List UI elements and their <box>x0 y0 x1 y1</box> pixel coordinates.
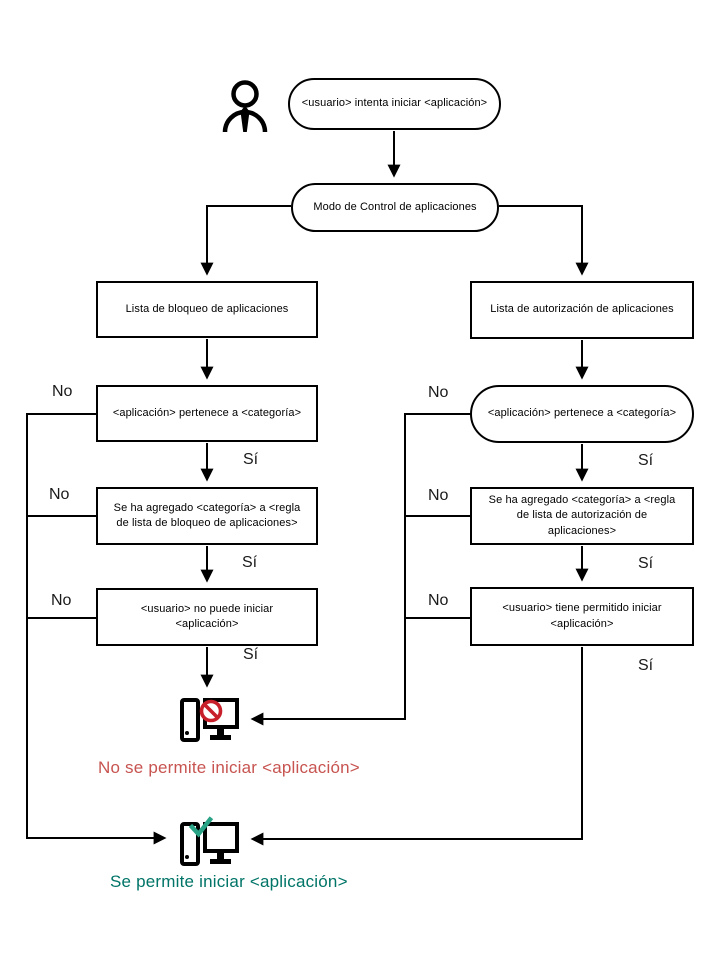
person-icon <box>222 80 268 133</box>
node-allow-belongs: <aplicación> pertenece a <categoría> <box>470 385 694 443</box>
node-mode: Modo de Control de aplicaciones <box>291 183 499 232</box>
result-denied-text: No se permite iniciar <aplicación> <box>98 758 360 777</box>
edge-label-no: No <box>52 383 73 400</box>
node-block-belongs: <aplicación> pertenece a <categoría> <box>96 385 318 442</box>
edge-label-yes: Sí <box>638 555 654 572</box>
edge-label-no: No <box>428 384 449 401</box>
node-allow-rule: Se ha agregado <categoría> a <regla de l… <box>470 487 694 545</box>
edge-label-yes: Sí <box>242 554 258 571</box>
edge-label-no: No <box>428 487 449 504</box>
node-allow-user: <usuario> tiene permitido iniciar <aplic… <box>470 587 694 646</box>
computer-allowed-icon <box>180 816 239 866</box>
edge-label-no: No <box>49 486 70 503</box>
node-start: <usuario> intenta iniciar <aplicación> <box>288 78 501 130</box>
result-allowed-text: Se permite iniciar <aplicación> <box>110 872 348 891</box>
edge-label-yes: Sí <box>638 452 654 469</box>
node-allow-list: Lista de autorización de aplicaciones <box>470 281 694 339</box>
node-block-list: Lista de bloqueo de aplicaciones <box>96 281 318 338</box>
node-block-rule: Se ha agregado <categoría> a <regla de l… <box>96 487 318 545</box>
prohibition-icon <box>199 699 223 723</box>
edge-label-yes: Sí <box>243 451 259 468</box>
edge-label-no: No <box>428 592 449 609</box>
edge-label-yes: Sí <box>638 657 654 674</box>
computer-blocked-icon <box>180 698 239 742</box>
check-icon <box>188 816 214 838</box>
edge-label-no: No <box>51 592 72 609</box>
edge-label-yes: Sí <box>243 646 259 663</box>
node-block-user: <usuario> no puede iniciar <aplicación> <box>96 588 318 646</box>
